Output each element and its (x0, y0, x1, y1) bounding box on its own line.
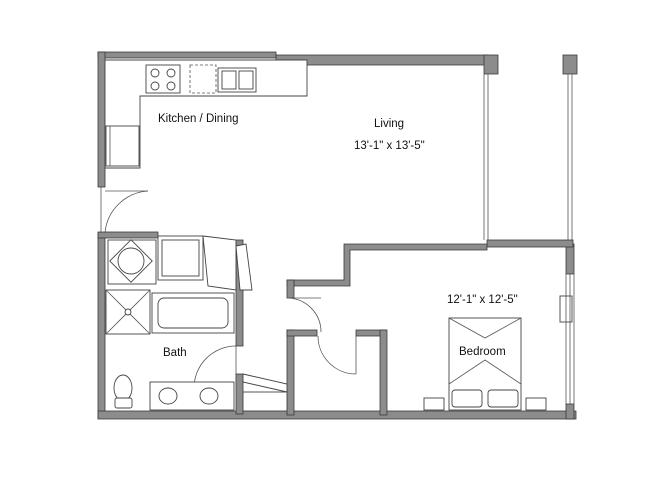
room-label-bedroom: Bedroom (459, 346, 506, 358)
hall-closet-shelf (242, 391, 288, 412)
sink-icon (199, 387, 219, 405)
wall-top-living (275, 54, 489, 66)
wall-top-left (97, 51, 277, 59)
burner-icon (150, 81, 160, 91)
kitchen-counters (104, 59, 308, 169)
drain-icon (124, 308, 132, 316)
bedroom-furniture (423, 317, 547, 411)
room-dimensions-living: 13'-1" x 13'-5" (354, 140, 425, 152)
burner-icon (166, 81, 176, 91)
burner-icon (150, 68, 160, 78)
closet-door (202, 235, 237, 291)
toilet-bowl-icon (113, 374, 133, 402)
refrigerator (105, 125, 140, 167)
wall-bath-top (97, 231, 159, 239)
wall-right-upper (565, 243, 575, 275)
wall-bottom (97, 410, 577, 420)
room-label-living: Living (374, 118, 404, 130)
toilet-tank-icon (114, 397, 133, 409)
dishwasher (189, 64, 217, 94)
wall-balcony-bottom (486, 239, 574, 248)
sink-icon (158, 387, 178, 405)
nightstand (525, 397, 547, 411)
sink-basin-icon (238, 70, 254, 90)
cooktop (145, 64, 181, 94)
room-label-bath: Bath (163, 347, 187, 359)
washer-circle-icon (117, 247, 145, 275)
wall-closet-top-left (286, 329, 318, 337)
hall-closet-door (242, 373, 288, 393)
room-dimensions-bedroom: 12'-1" x 12'-5" (447, 294, 518, 306)
walls (97, 51, 578, 420)
wall-hall-bottom (235, 373, 244, 415)
balcony-glazing (483, 74, 575, 404)
wall-right-lower (565, 403, 575, 420)
nightstand (423, 397, 445, 411)
pillow-icon (451, 389, 483, 408)
sink-basin-icon (221, 70, 237, 90)
bath-fixtures (105, 289, 237, 411)
laundry-area (107, 235, 253, 291)
burner-icon (166, 68, 176, 78)
closet-bifold (235, 243, 253, 291)
hall-doors (242, 297, 357, 412)
pillow-icon (487, 389, 519, 408)
wall-bath-east (235, 239, 244, 347)
room-label-kitchen-dining: Kitchen / Dining (158, 113, 239, 125)
wall-living-bedroom (286, 243, 488, 287)
wall-left-lower (97, 232, 106, 419)
wall-top-right-column (562, 54, 578, 75)
wall-hall-stub (286, 279, 295, 299)
wall-closet-east (379, 329, 388, 416)
tub-basin-icon (157, 297, 229, 329)
wall-top-column (483, 54, 499, 75)
wall-closet-west (286, 329, 295, 416)
entry-door (100, 187, 149, 234)
wall-left-upper (97, 51, 106, 188)
dryer-door-icon (161, 239, 200, 277)
